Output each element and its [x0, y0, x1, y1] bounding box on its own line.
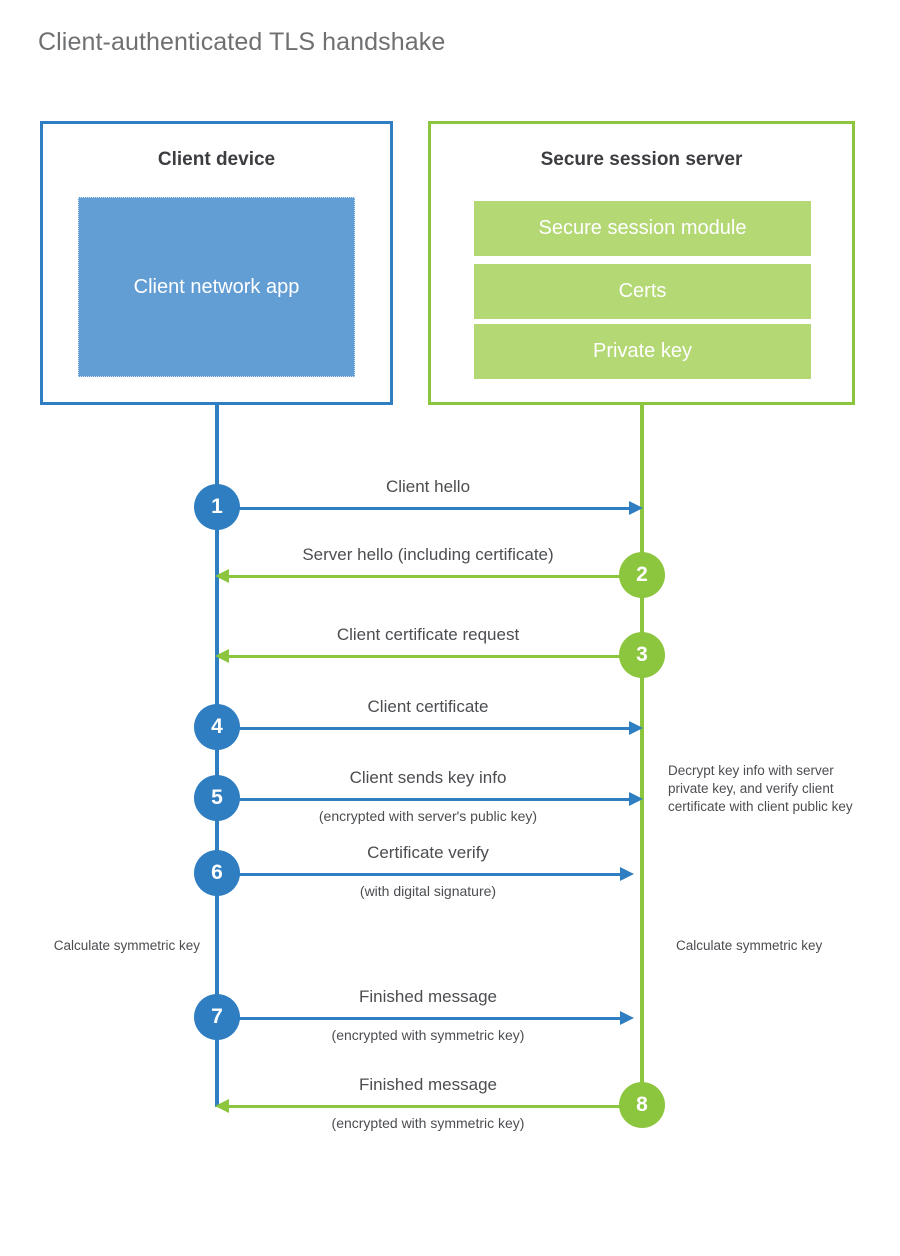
message-label: Client certificate	[367, 697, 489, 716]
note-client-calculate-symmetric-key: Calculate symmetric key	[53, 938, 200, 953]
arrow-head-left-icon	[215, 649, 229, 663]
arrow-head-right-icon	[620, 867, 634, 881]
step-badge-8: 8	[619, 1082, 665, 1128]
message-arrow-line	[217, 727, 633, 730]
client-network-app-label: Client network app	[133, 275, 300, 298]
message-label: Certificate verify	[367, 843, 489, 862]
message-label: Client sends key info	[349, 768, 507, 787]
message-arrow-line	[229, 1105, 642, 1108]
message-label: Server hello (including certificate)	[302, 545, 554, 564]
step-badge-7: 7	[194, 994, 240, 1040]
arrow-head-right-icon	[629, 501, 643, 515]
step-badge-5: 5	[194, 775, 240, 821]
message-sublabel: (encrypted with symmetric key)	[331, 1115, 525, 1131]
step-badge-3: 3	[619, 632, 665, 678]
server-module-label: Private key	[593, 340, 692, 362]
message-arrow-line	[229, 575, 642, 578]
step-badge-1: 1	[194, 484, 240, 530]
message-sublabel: (with digital signature)	[359, 883, 497, 899]
secure-session-server-title: Secure session server	[540, 149, 743, 170]
server-module-certs: Certs	[474, 264, 811, 319]
client-device-title: Client device	[157, 149, 276, 170]
message-arrow-line	[229, 655, 642, 658]
step-badge-4: 4	[194, 704, 240, 750]
page-title: Client-authenticated TLS handshake	[38, 28, 446, 56]
server-module-label: Certs	[618, 280, 667, 302]
step-badge-6: 6	[194, 850, 240, 896]
client-device-box: Client device Client network app	[40, 121, 393, 405]
client-network-app-block: Client network app	[78, 197, 355, 377]
message-arrow-line	[217, 873, 623, 876]
message-label: Client certificate request	[336, 625, 520, 644]
server-module-label: Secure session module	[538, 217, 747, 239]
server-module-secure-session-module: Secure session module	[474, 201, 811, 256]
note-server-decrypt: Decrypt key info with server private key…	[668, 763, 853, 814]
message-arrow-line	[217, 1017, 623, 1020]
arrow-head-left-icon	[215, 1099, 229, 1113]
message-label: Client hello	[385, 477, 471, 496]
server-module-private-key: Private key	[474, 324, 811, 379]
message-sublabel: (encrypted with server's public key)	[318, 808, 538, 824]
message-sublabel: (encrypted with symmetric key)	[331, 1027, 525, 1043]
message-arrow-line	[217, 798, 633, 801]
message-arrow-line	[217, 507, 633, 510]
step-badge-2: 2	[619, 552, 665, 598]
arrow-head-right-icon	[629, 792, 643, 806]
server-lifeline	[640, 405, 644, 1107]
arrow-head-right-icon	[620, 1011, 634, 1025]
client-lifeline	[215, 405, 219, 1107]
message-label: Finished message	[359, 987, 497, 1006]
secure-session-server-box: Secure session server Secure session mod…	[428, 121, 855, 405]
arrow-head-left-icon	[215, 569, 229, 583]
message-label: Finished message	[359, 1075, 497, 1094]
note-server-calculate-symmetric-key: Calculate symmetric key	[676, 938, 823, 953]
arrow-head-right-icon	[629, 721, 643, 735]
